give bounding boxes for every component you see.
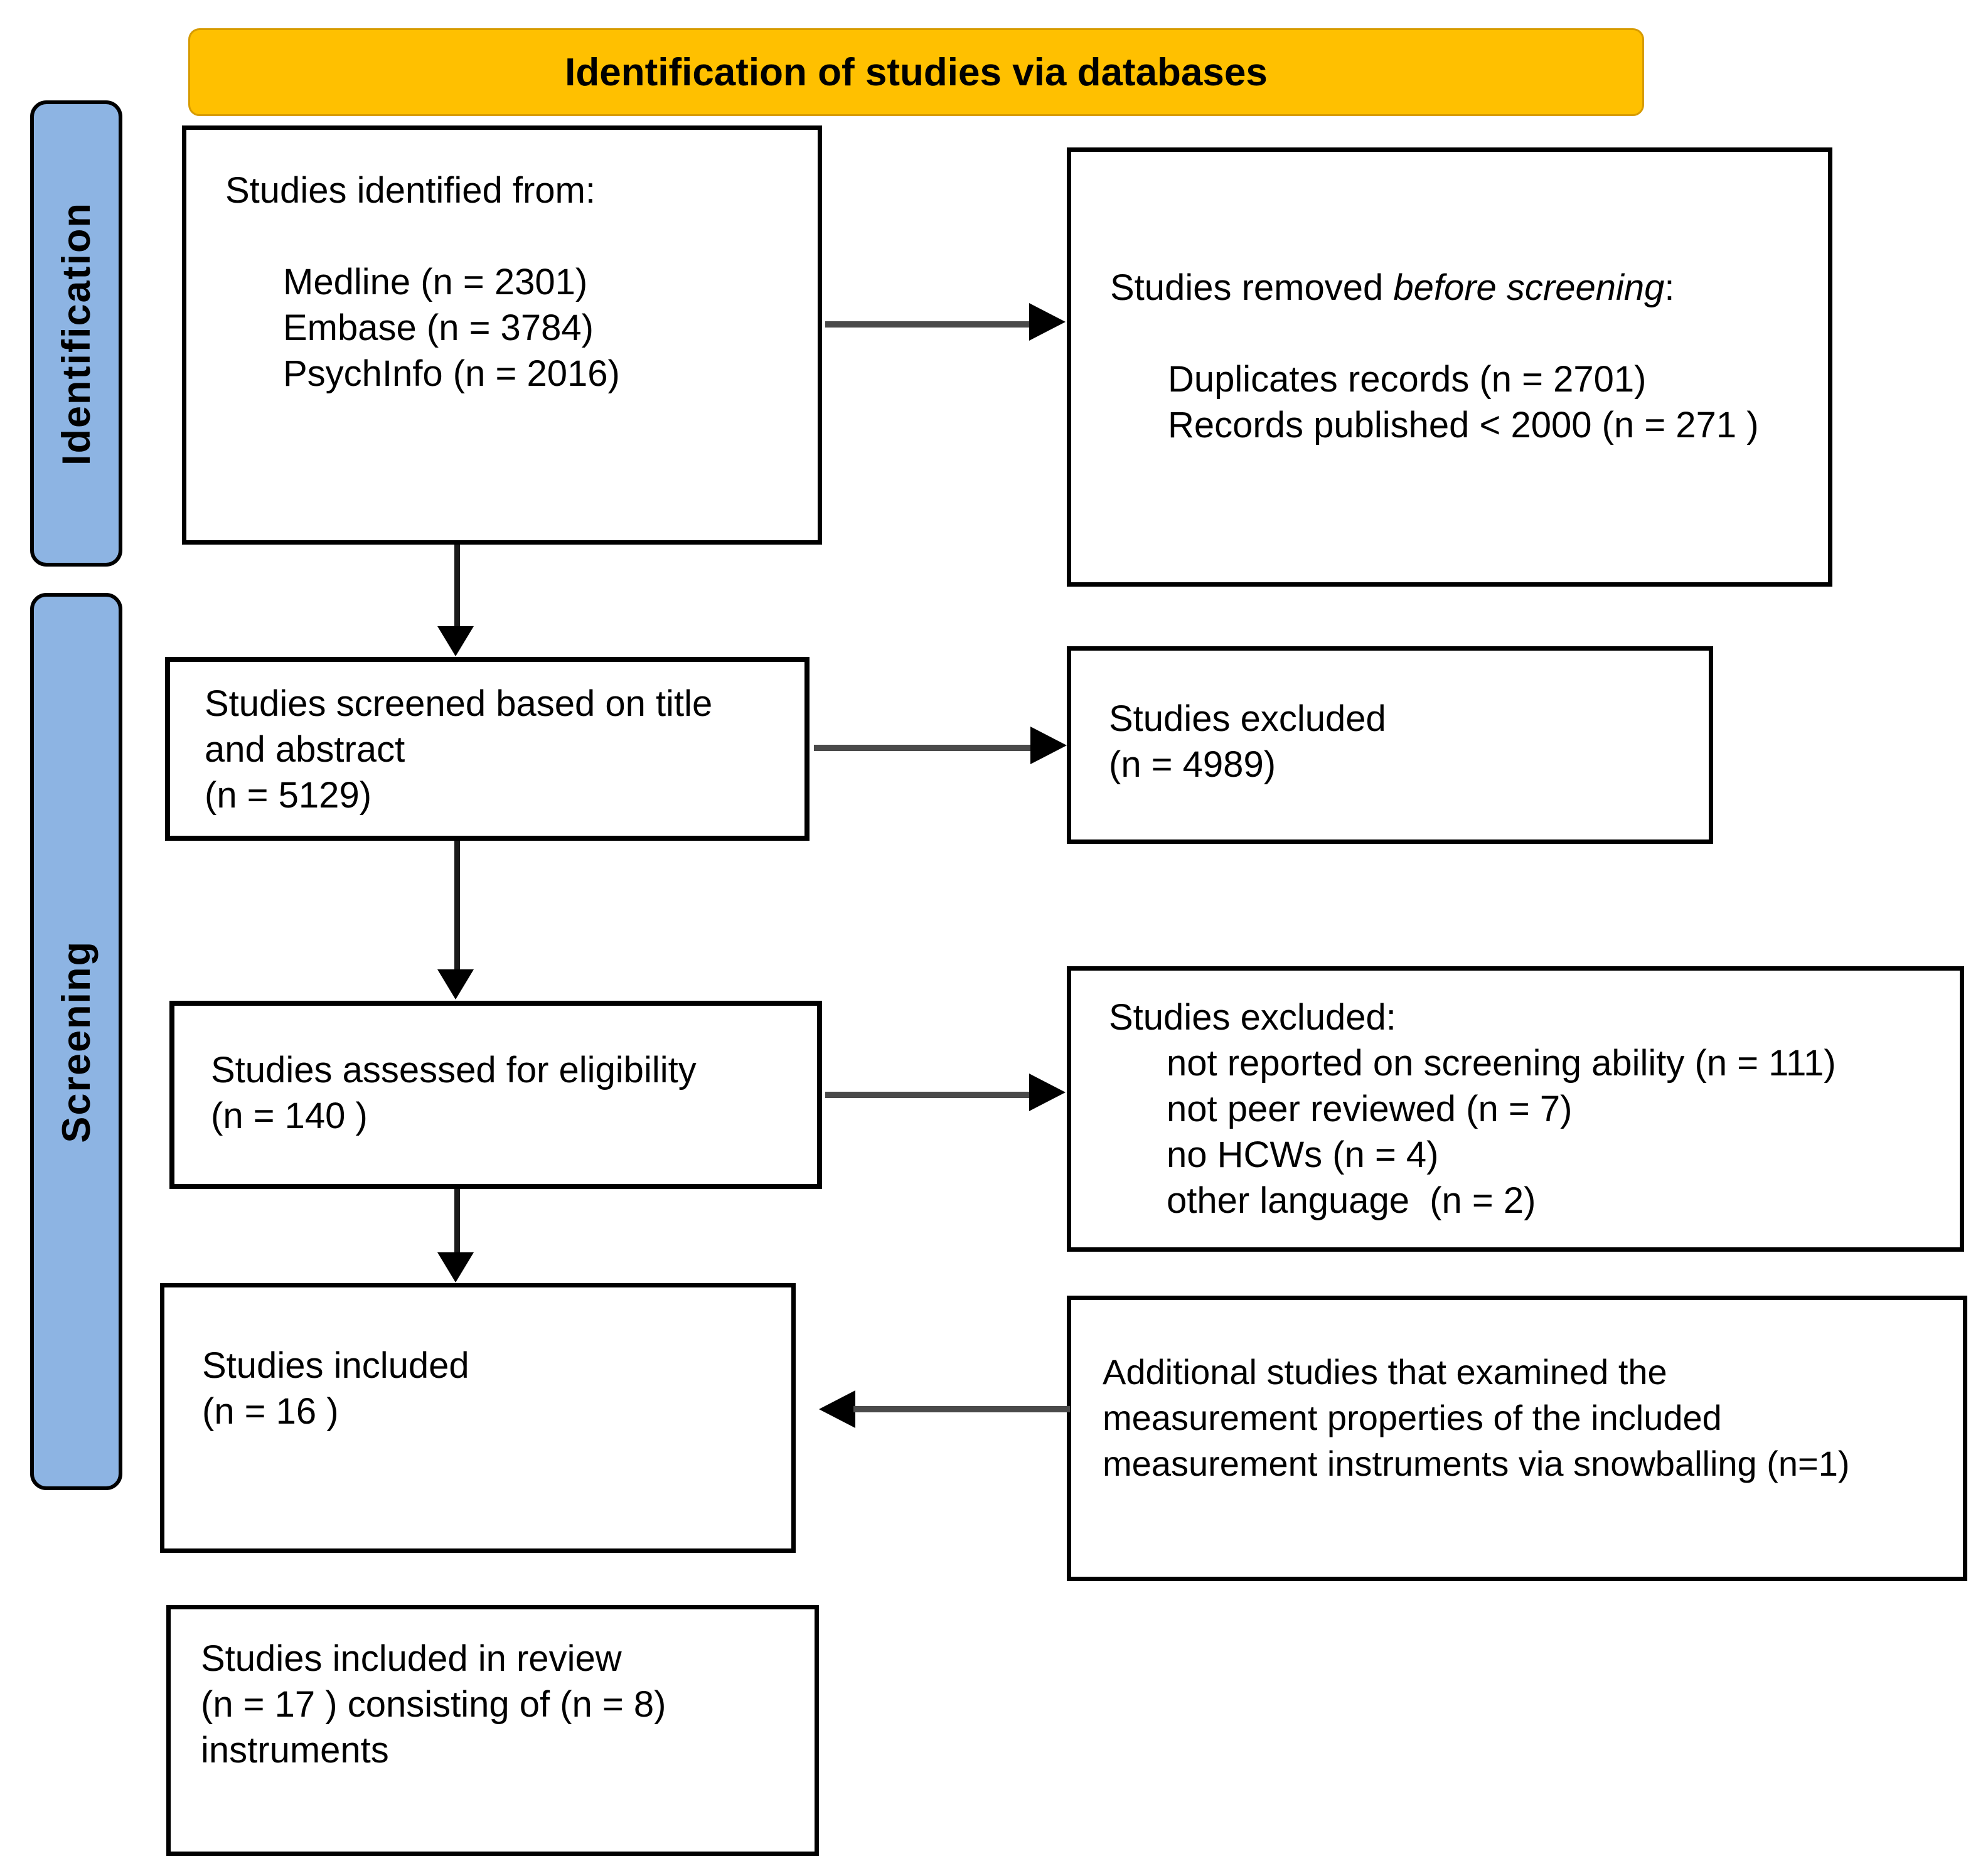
excluded-eligibility-item: not peer reviewed (n = 7)	[1167, 1089, 1573, 1129]
box-studies-excluded-eligibility: Studies excluded: not reported on screen…	[1067, 966, 1964, 1252]
banner-title: Identification of studies via databases	[188, 28, 1644, 116]
arrowhead-right-icon	[1029, 303, 1066, 341]
stage-identification-text: Identification	[54, 201, 99, 466]
box-studies-excluded-screening: Studies excluded (n = 4989)	[1067, 646, 1713, 844]
included-line: Studies included	[202, 1345, 469, 1386]
arrowhead-right-icon	[1029, 1074, 1066, 1111]
arrow-line	[454, 841, 460, 973]
assessed-line: (n = 140 )	[211, 1095, 368, 1136]
additional-line: Additional studies that examined the	[1103, 1352, 1667, 1392]
removed-item: Records published < 2000 (n = 271 )	[1168, 405, 1759, 445]
arrowhead-right-icon	[1030, 727, 1067, 764]
arrow-line	[853, 1406, 1070, 1412]
included-line: (n = 16 )	[202, 1391, 339, 1432]
arrowhead-down-icon	[437, 969, 474, 999]
excluded-eligibility-item: not reported on screening ability (n = 1…	[1167, 1043, 1836, 1084]
arrow-line	[454, 1189, 460, 1255]
assessed-line: Studies assessed for eligibility	[211, 1050, 697, 1090]
stage-label-screening: Screening	[30, 593, 122, 1490]
box-additional-studies: Additional studies that examined the mea…	[1067, 1296, 1967, 1581]
banner-title-label: Identification of studies via databases	[565, 50, 1268, 94]
arrow-line	[825, 1092, 1032, 1098]
blank-line	[225, 213, 799, 259]
additional-line: measurement instruments via snowballing …	[1103, 1444, 1850, 1483]
excluded-eligibility-item: no HCWs (n = 4)	[1167, 1134, 1439, 1175]
review-line: instruments	[201, 1730, 389, 1771]
box-studies-screened: Studies screened based on title and abst…	[165, 657, 810, 841]
excluded-screening-line: (n = 4989)	[1109, 744, 1276, 785]
screened-line: Studies screened based on title	[205, 683, 713, 724]
removed-heading-prefix: Studies removed	[1110, 267, 1394, 308]
arrow-line	[454, 545, 460, 629]
screened-line: and abstract	[205, 729, 405, 770]
arrow-line	[814, 745, 1034, 751]
identified-item: Medline (n = 2301)	[283, 262, 588, 302]
screened-line: (n = 5129)	[205, 775, 372, 816]
removed-heading-italic: before screening	[1393, 267, 1665, 308]
additional-line: measurement properties of the included	[1103, 1398, 1722, 1437]
box-studies-included-review: Studies included in review (n = 17 ) con…	[166, 1605, 819, 1856]
review-line: (n = 17 ) consisting of (n = 8)	[201, 1684, 666, 1725]
removed-item: Duplicates records (n = 2701)	[1168, 359, 1647, 400]
excluded-eligibility-heading: Studies excluded:	[1109, 997, 1396, 1038]
review-line: Studies included in review	[201, 1638, 622, 1679]
box-studies-removed: Studies removed before screening: Duplic…	[1067, 147, 1832, 587]
arrowhead-left-icon	[819, 1390, 855, 1428]
removed-heading-suffix: :	[1664, 267, 1675, 308]
removed-heading: Studies removed before screening:	[1110, 265, 1809, 311]
box-studies-included: Studies included (n = 16 )	[160, 1283, 796, 1553]
identified-item: PsychInfo (n = 2016)	[283, 353, 620, 394]
stage-label-identification: Identification	[30, 100, 122, 567]
stage-screening-text: Screening	[54, 940, 99, 1143]
identified-heading: Studies identified from:	[225, 170, 596, 211]
identified-item: Embase (n = 3784)	[283, 307, 594, 348]
excluded-eligibility-item: other language (n = 2)	[1167, 1180, 1536, 1221]
excluded-screening-line: Studies excluded	[1109, 698, 1386, 739]
box-studies-identified: Studies identified from: Medline (n = 23…	[182, 125, 822, 545]
arrow-line	[825, 321, 1032, 328]
box-studies-assessed: Studies assessed for eligibility (n = 14…	[169, 1001, 822, 1189]
arrowhead-down-icon	[437, 626, 474, 656]
blank-line	[1110, 311, 1809, 356]
arrowhead-down-icon	[437, 1252, 474, 1282]
